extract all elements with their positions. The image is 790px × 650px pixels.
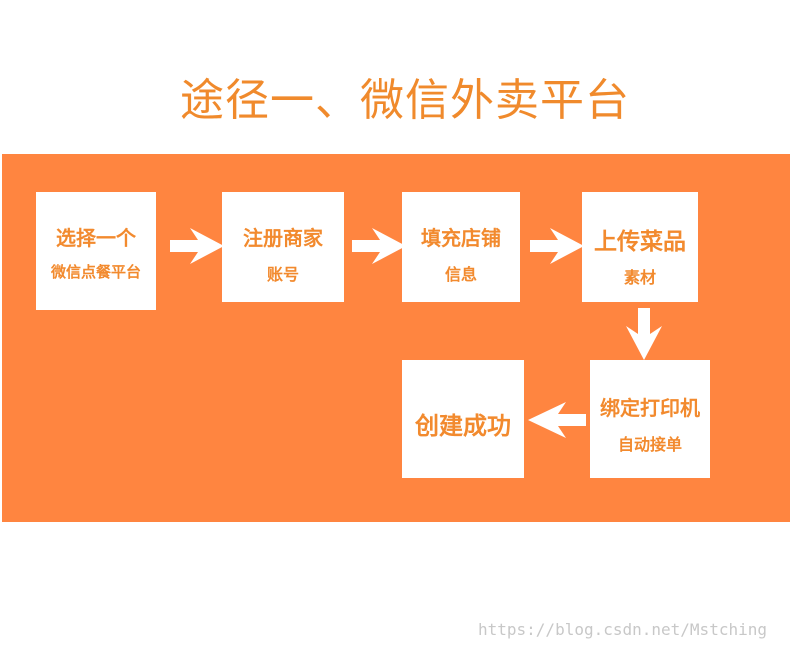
arrow-right-icon	[530, 228, 584, 264]
step-2-subtitle: 账号	[266, 265, 299, 284]
step-box-3: 填充店铺 信息	[402, 192, 520, 302]
step-box-1: 选择一个 微信点餐平台	[36, 192, 156, 310]
arrow-left-icon	[528, 402, 586, 438]
arrow-down-icon	[626, 308, 662, 360]
arrow-right-icon	[170, 228, 224, 264]
step-4-title: 上传菜品	[594, 229, 686, 255]
step-box-6: 创建成功	[402, 360, 524, 478]
watermark: https://blog.csdn.net/Mstching	[478, 620, 767, 639]
arrow-right-icon	[352, 228, 406, 264]
step-3-subtitle: 信息	[444, 265, 477, 284]
step-box-4: 上传菜品 素材	[582, 192, 698, 302]
step-box-5: 绑定打印机 自动接单	[590, 360, 710, 478]
step-5-title: 绑定打印机	[600, 396, 700, 420]
step-1-title: 选择一个	[56, 226, 136, 250]
step-3-title: 填充店铺	[421, 226, 501, 250]
step-box-2: 注册商家 账号	[222, 192, 344, 302]
step-2-title: 注册商家	[243, 226, 323, 250]
flow-panel: 选择一个 微信点餐平台 注册商家 账号 填充店铺 信息 上传菜品 素材 绑定打印…	[2, 154, 790, 522]
diagram-title: 途径一、微信外卖平台	[180, 75, 630, 126]
step-1-subtitle: 微信点餐平台	[50, 263, 141, 281]
step-6-title: 创建成功	[415, 412, 511, 440]
step-5-subtitle: 自动接单	[617, 435, 682, 454]
step-4-subtitle: 素材	[623, 268, 656, 287]
